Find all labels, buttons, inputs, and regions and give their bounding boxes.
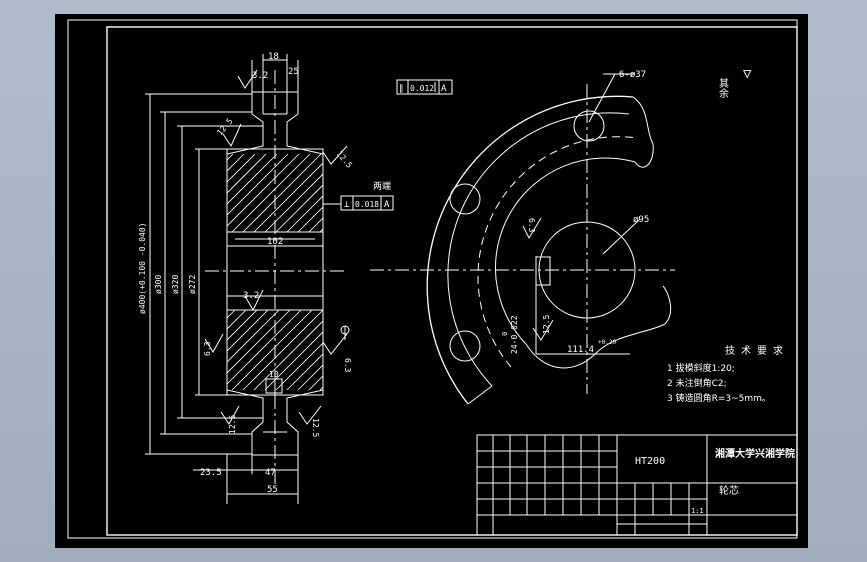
hatch-line [264, 173, 323, 232]
dia-272: ø272 [188, 275, 197, 294]
hatch-line [297, 364, 323, 390]
dim-55: 55 [267, 485, 278, 495]
dim-47: 47 [265, 468, 276, 478]
rough-label-1: 6.3 [527, 218, 536, 233]
hatch-line [297, 206, 323, 232]
rest-label: 其余 [717, 78, 729, 99]
rough-mid: 3.2 [243, 291, 259, 301]
hatch-line [275, 342, 323, 390]
material-label: HT200 [635, 456, 665, 467]
hatch-line [227, 310, 247, 330]
hatch-line [242, 154, 322, 232]
hatch-line [227, 154, 267, 194]
rough-left-lower: 6.3 [203, 341, 212, 356]
hatch-line [331, 154, 409, 232]
hatch-line [227, 154, 245, 172]
tol-perp-symbol: ⊥ [344, 200, 350, 210]
hatch-line [253, 162, 323, 232]
tech-req-item-3: 3 铸造圆角R=3~5mm。 [667, 392, 771, 404]
right-view [370, 73, 675, 405]
hatch-line [308, 375, 323, 390]
hatch-line [227, 310, 291, 374]
tol-frame-flat: ∥ 0.012 A [396, 79, 453, 95]
hatch-line [227, 310, 302, 385]
title-block [476, 434, 798, 536]
rough-bottom-left: 12.5 [228, 415, 237, 434]
tech-req-title: 技术要求 [725, 344, 789, 357]
hatch-line [227, 310, 236, 319]
dim-23-5: 23.5 [200, 468, 222, 478]
hatch-line [227, 310, 269, 352]
rough-right-upper: 12.5 [335, 149, 354, 170]
hatch-line [342, 154, 420, 232]
part-name-label: 轮芯 [719, 484, 739, 497]
hatch-line [227, 310, 258, 341]
hatch-line [286, 353, 323, 390]
note-both-ends: 两端 [373, 180, 391, 192]
hatch-line [264, 331, 323, 390]
bore-label: ø95 [633, 215, 649, 225]
hatch-line [231, 154, 311, 232]
tol-flat-value: 0.012 [410, 84, 434, 93]
keyway-upper: 0 [501, 332, 509, 336]
hatch-line [242, 310, 323, 390]
dia-300: ø300 [154, 275, 163, 294]
rest-symbol: ▽ [743, 66, 752, 82]
holes-label: 6-ø37 [619, 70, 646, 80]
left-section-view [145, 54, 433, 504]
dim-keyway: 10 [269, 370, 279, 379]
hatch-line [319, 228, 323, 232]
inner-frame [106, 26, 798, 536]
hatch-line [319, 386, 323, 390]
hatch-line [342, 310, 422, 390]
dia-320: ø320 [171, 275, 180, 294]
chamfer-top: 25 [288, 67, 299, 77]
tol-flat-symbol: ∥ [399, 84, 404, 94]
hatch-line [227, 154, 256, 183]
drawing-sheet: 18 3.2 25 12.5 12.5 102 3.2 6.3 6.3 10 1… [55, 14, 808, 548]
hatch-line [353, 154, 431, 232]
tol-perp-datum: A [384, 200, 390, 210]
hatch-line [286, 195, 323, 232]
tol-flat-datum: A [441, 84, 447, 94]
rough-right-lower: 6.3 [343, 358, 352, 373]
dia-outer: ø400(+0.100 -0.040) [138, 222, 147, 314]
keyway-width: 24-0.022 [510, 315, 519, 354]
hatch-line [308, 217, 323, 232]
hatch-line [227, 154, 278, 205]
dim-111-tol: +0.20 [598, 339, 616, 346]
hatch-line [227, 154, 234, 161]
rough-label-2: 12.5 [542, 315, 551, 334]
dim-top-width: 18 [268, 52, 279, 62]
rough-top: 3.2 [252, 71, 268, 81]
hatch-line [253, 320, 323, 390]
hatch-line [353, 310, 433, 390]
tol-perp-value: 0.018 [355, 200, 379, 209]
rough-bottom-right: 12.5 [311, 418, 320, 437]
hatch-line [227, 310, 280, 363]
scale-label: 1:1 [691, 507, 704, 515]
tech-req-item-2: 2 未注倒角C2; [667, 377, 727, 389]
hatch-line [231, 310, 313, 390]
tol-frame-perp: ⊥ 0.018 A [340, 195, 394, 211]
drawing-canvas: 18 3.2 25 12.5 12.5 102 3.2 6.3 6.3 10 1… [67, 19, 798, 539]
hatch-line [331, 310, 411, 390]
tech-req-item-1: 1 拔模斜度1:20; [667, 362, 735, 374]
hatch-line [275, 184, 323, 232]
rough-upper: 12.5 [215, 116, 234, 137]
hatch-line [227, 154, 289, 216]
school-label: 湘潭大学兴湘学院 [715, 447, 795, 460]
hatch-line [227, 154, 300, 227]
dim-bore: 102 [267, 237, 283, 247]
dim-111: 111.4 [567, 345, 594, 355]
